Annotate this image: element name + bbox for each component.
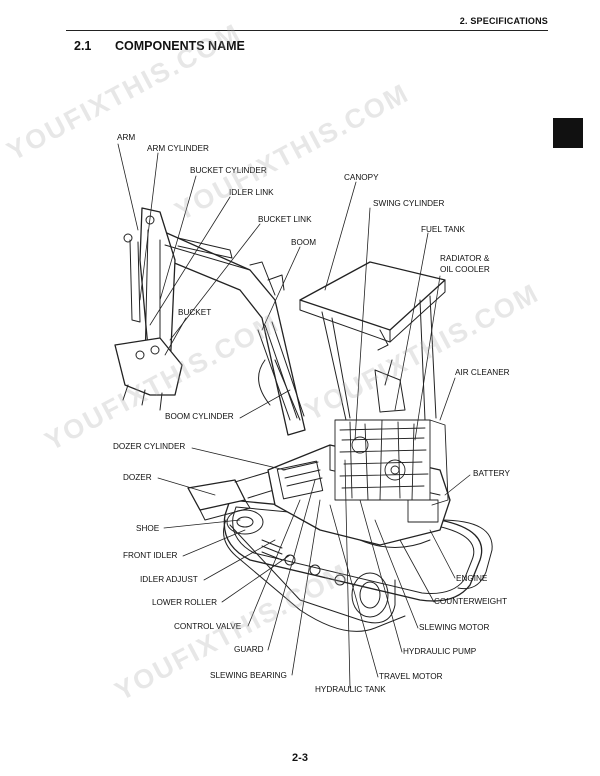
label-front-idler: FRONT IDLER xyxy=(123,551,178,560)
label-idler-adjust: IDLER ADJUST xyxy=(140,575,198,584)
bucket xyxy=(114,337,183,411)
label-boom: BOOM xyxy=(291,238,317,247)
label-engine: ENGINE xyxy=(456,574,488,583)
label-fuel-tank: FUEL TANK xyxy=(421,225,465,234)
label-hydraulic-tank: HYDRAULIC TANK xyxy=(315,685,386,694)
label-shoe: SHOE xyxy=(136,524,160,533)
label-bucket-link: BUCKET LINK xyxy=(258,215,312,224)
label-travel-motor: TRAVEL MOTOR xyxy=(379,672,443,681)
label-control-valve: CONTROL VALVE xyxy=(174,622,242,631)
operator-canopy xyxy=(299,261,446,421)
label-battery: BATTERY xyxy=(473,469,511,478)
label-bucket: BUCKET xyxy=(178,308,212,317)
label-dozer-cylinder: DOZER CYLINDER xyxy=(113,442,186,451)
travel-motor-hub xyxy=(351,572,389,618)
page-number: 2-3 xyxy=(292,752,308,764)
label-idler-link: IDLER LINK xyxy=(229,188,274,197)
label-swing-cylinder: SWING CYLINDER xyxy=(373,199,445,208)
label-canopy: CANOPY xyxy=(344,173,379,182)
section-title: 2.1 COMPONENTS NAME xyxy=(74,39,245,53)
dozer-blade xyxy=(187,469,291,521)
label-arm-cylinder: ARM CYLINDER xyxy=(147,144,209,153)
label-guard: GUARD xyxy=(234,645,264,654)
cylinders xyxy=(129,237,301,421)
leader-lines xyxy=(117,143,471,689)
label-boom-cylinder: BOOM CYLINDER xyxy=(165,412,234,421)
section-heading: COMPONENTS NAME xyxy=(115,39,245,53)
header-rule xyxy=(66,30,548,31)
front-idler-wheel xyxy=(226,509,264,535)
label-dozer: DOZER xyxy=(123,473,152,482)
engine-compartment xyxy=(334,419,449,523)
label-slewing-bearing: SLEWING BEARING xyxy=(210,671,287,680)
label-lower-roller: LOWER ROLLER xyxy=(152,598,218,607)
running-header: 2. SPECIFICATIONS xyxy=(459,16,548,26)
label-slewing-motor: SLEWING MOTOR xyxy=(419,623,490,632)
label-arm: ARM xyxy=(117,133,136,142)
label-counterweight: COUNTERWEIGHT xyxy=(434,597,508,606)
label-hydraulic-pump: HYDRAULIC PUMP xyxy=(403,647,477,656)
label-bucket-cylinder: BUCKET CYLINDER xyxy=(190,166,267,175)
section-number: 2.1 xyxy=(74,39,92,53)
label-radiator-line2: OIL COOLER xyxy=(440,265,490,274)
section-tab-marker xyxy=(553,118,583,148)
label-air-cleaner: AIR CLEANER xyxy=(455,368,510,377)
label-radiator-line1: RADIATOR & xyxy=(440,254,490,263)
